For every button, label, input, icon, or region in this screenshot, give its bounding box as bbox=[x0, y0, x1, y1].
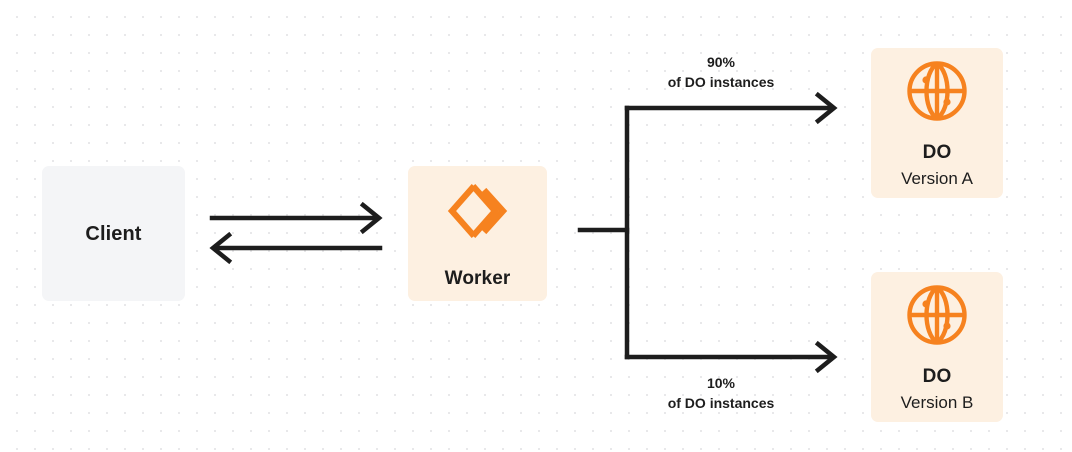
node-client[interactable]: Client bbox=[42, 166, 185, 301]
node-do-version-a[interactable]: DO Version A bbox=[871, 48, 1003, 198]
globe-icon bbox=[906, 60, 968, 127]
node-do-b-version: Version B bbox=[900, 392, 974, 412]
cloudflare-workers-icon bbox=[446, 180, 510, 247]
edge-worker-split bbox=[577, 105, 630, 360]
edge-label-do-a: 90% of DO instances bbox=[632, 52, 810, 93]
edge-label-do-a-description: of DO instances bbox=[667, 74, 775, 91]
node-do-version-b[interactable]: DO Version B bbox=[871, 272, 1003, 422]
node-do-a-label: DO bbox=[922, 141, 952, 163]
edge-label-do-a-percent: 90% bbox=[706, 54, 736, 70]
edge-worker-to-client bbox=[209, 231, 383, 265]
edge-label-do-b: 10% of DO instances bbox=[632, 373, 810, 414]
edge-worker-to-do-a bbox=[624, 91, 838, 125]
edge-label-do-b-percent: 10% bbox=[706, 375, 736, 391]
edge-client-to-worker bbox=[209, 201, 383, 235]
globe-icon bbox=[906, 284, 968, 351]
edge-label-do-b-description: of DO instances bbox=[667, 395, 775, 412]
node-client-label: Client bbox=[85, 222, 142, 245]
edge-worker-to-do-b bbox=[624, 340, 838, 374]
node-do-a-version: Version A bbox=[901, 168, 973, 188]
node-worker[interactable]: Worker bbox=[408, 166, 547, 301]
node-worker-label: Worker bbox=[444, 267, 511, 289]
node-do-b-label: DO bbox=[922, 365, 952, 387]
